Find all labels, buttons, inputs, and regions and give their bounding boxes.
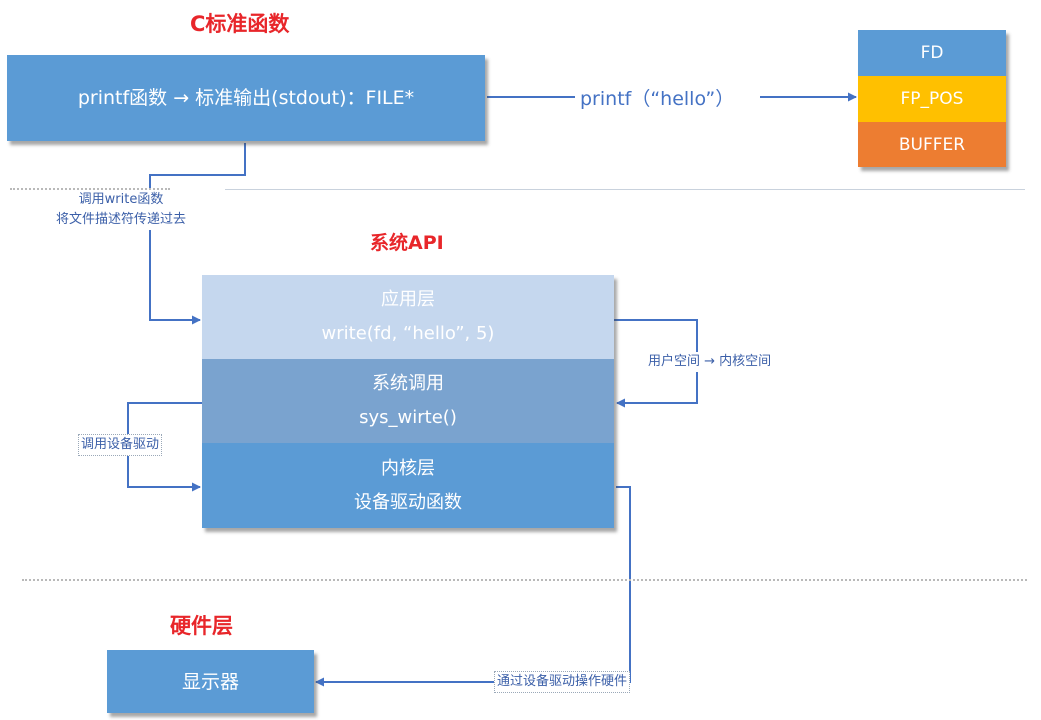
printf-hello-label: printf（“hello”）	[578, 84, 737, 111]
system-call-function: sys_wirte()	[359, 407, 457, 428]
display-box: 显示器	[107, 650, 314, 713]
note-call-write-line2: 将文件描述符传递过去	[56, 212, 187, 227]
note-call-write: 调用write函数 将文件描述符传递过去	[56, 190, 187, 230]
application-layer-call: write(fd, “hello”, 5)	[321, 323, 495, 344]
c-standard-title: C标准函数	[190, 12, 290, 36]
arrow-printf-to-app-layer	[149, 143, 246, 325]
application-layer-title: 应用层	[381, 289, 435, 310]
arrow-kernel-to-display	[315, 486, 631, 687]
system-api-title: 系统API	[370, 232, 444, 254]
file-struct-fp-pos: FP_POS	[858, 76, 1006, 122]
system-call-title: 系统调用	[372, 373, 444, 394]
note-via-driver: 通过设备驱动操作硬件	[494, 671, 631, 693]
kernel-layer-desc: 设备驱动函数	[354, 491, 462, 513]
note-call-driver: 调用设备驱动	[78, 434, 163, 456]
hardware-layer-title: 硬件层	[170, 614, 233, 638]
file-struct-buffer: BUFFER	[858, 122, 1006, 167]
divider-top-right	[225, 189, 1025, 190]
divider-bottom	[22, 579, 1027, 581]
system-call-layer: 系统调用 sys_wirte()	[202, 359, 614, 443]
printf-stdout-label: printf函数 → 标准输出(stdout)：FILE*	[77, 87, 415, 109]
file-struct: FD FP_POS BUFFER	[858, 30, 1006, 167]
note-call-write-line1: 调用write函数	[78, 192, 164, 207]
printf-stdout-box: printf函数 → 标准输出(stdout)：FILE*	[7, 55, 485, 141]
kernel-layer-title: 内核层	[381, 457, 435, 479]
file-struct-fd: FD	[858, 30, 1006, 76]
application-layer: 应用层 write(fd, “hello”, 5)	[202, 275, 614, 359]
divider-top-left	[10, 188, 170, 190]
note-user-to-kernel: 用户空间 → 内核空间	[648, 352, 772, 372]
kernel-layer: 内核层 设备驱动函数	[202, 443, 614, 528]
system-layers-block: 应用层 write(fd, “hello”, 5) 系统调用 sys_wirte…	[202, 275, 614, 528]
display-label: 显示器	[181, 670, 239, 693]
